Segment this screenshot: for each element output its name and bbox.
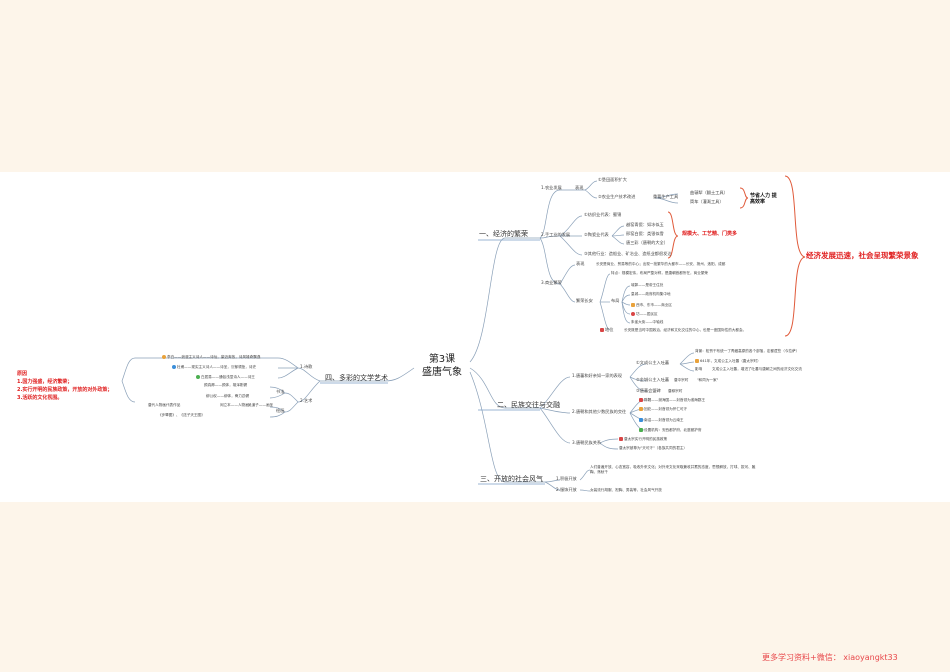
person-icon [162, 355, 166, 359]
star-icon [639, 407, 643, 411]
central-topic[interactable]: 第3课 盛唐气象 [414, 354, 470, 379]
reason-2[interactable]: 2.实行开明的民族政策，开放的对外政策； [17, 387, 113, 393]
node-comm-d1[interactable]: 长安既是当时中国政治、经济和文化交往的中心，也是一座国际性的大都会。 [624, 328, 747, 332]
node-comm-a1[interactable]: 表现 [576, 261, 585, 266]
node-eth-c[interactable]: 3.唐朝民族关系 [572, 440, 602, 445]
node-soc-b1[interactable]: 女装流行胡服、袒胸、男装等，社会风气开放 [590, 488, 662, 492]
branch-economy-title[interactable]: 一、经济的繁荣 [479, 230, 528, 238]
reason-1[interactable]: 1.国力强盛，经济繁荣； [17, 379, 73, 385]
node-tool2[interactable]: 筒车（灌溉工具） [690, 199, 724, 204]
info-icon [639, 418, 643, 422]
node-eth-c1[interactable]: 唐太宗实行开明的民族政策 [619, 437, 667, 442]
node-eth-a1[interactable]: ①文成公主入吐蕃 [636, 360, 670, 365]
node-eth-a3[interactable]: ③唐蕃会盟碑 [636, 388, 661, 393]
node-soc-b[interactable]: 2.服饰开放 [556, 487, 577, 492]
node-comm-c5[interactable]: 朱雀大街——中轴线 [631, 320, 664, 324]
node-comm-c2[interactable]: 皇城——政府机构集中地 [631, 292, 671, 296]
node-eth-b4[interactable]: 设置机构：安西都护府、北庭都护府 [639, 428, 702, 433]
node-poet1[interactable]: 李白——浪漫主义诗人——诗仙，豪迈奔放，诗风雄奇飘逸 [162, 355, 260, 360]
node-craft-a[interactable]: ①纺织业代表：蜀锦 [584, 212, 622, 217]
node-paint4[interactable]: 《步辇图》、《送子天王图》 [158, 413, 205, 417]
central-topic-line2: 盛唐气象 [422, 366, 462, 378]
economy-summary[interactable]: 经济发展迅速，社会呈现繁荣景象 [806, 251, 919, 260]
node-eth-a1c1[interactable]: 文成公主入吐蕃，增进了吐蕃与唐朝之间的经济文化交流 [712, 367, 802, 371]
dot-icon [631, 312, 635, 316]
node-craft[interactable]: 2.手工业的发展 [541, 232, 571, 237]
node-paint3[interactable]: 唐代人物画代表作品 [148, 403, 181, 407]
node-eth-b[interactable]: 2.唐朝和其他少数民族的交往 [572, 409, 627, 414]
node-eth-a[interactable]: 1.唐蕃和好亲如一家的表现 [572, 373, 623, 378]
node-craft-b3[interactable]: 唐三彩（唐朝的大全） [626, 240, 668, 245]
node-calli1[interactable]: 颜真卿——颜体，雄浑刚健 [204, 383, 248, 387]
node-agri-a[interactable]: ①垦田面积扩大 [598, 177, 627, 182]
node-eth-c2[interactable]: 唐太宗被尊为"天可汗"（各族共同的君主） [619, 446, 687, 450]
node-agriculture[interactable]: 1.农业发展 [541, 185, 562, 190]
watermark: 更多学习资料+微信： xiaoyangkt33 [762, 653, 898, 662]
node-eth-a2a[interactable]: 唐中宗时 [674, 378, 689, 382]
node-craft-b[interactable]: ②陶瓷业代表 [584, 232, 609, 237]
node-eth-a2b[interactable]: "和同为一家" [697, 378, 719, 382]
node-tool1[interactable]: 曲辕犁（翻土工具） [690, 190, 728, 195]
node-craft-b1[interactable]: 越窑青瓷：如冰似玉 [626, 222, 664, 227]
node-paint2[interactable]: 吴道子——画圣 [248, 403, 274, 407]
flag-icon [619, 437, 623, 441]
node-poet2[interactable]: 杜甫——现实主义诗人——诗圣，沉郁顿挫，诗史 [172, 365, 256, 370]
flag-icon [600, 328, 604, 332]
node-comm-a2[interactable]: 长安是商业、贸易等的中心；出现一批繁华的大都市——长安、扬州、洛阳、成都 [596, 262, 726, 266]
node-eth-a1a[interactable]: 背景：松赞干布统一了青藏高原的各个部落，定都逻些（今拉萨） [695, 349, 800, 353]
node-poetry[interactable]: 1.诗歌 [300, 364, 313, 369]
node-tool-note[interactable]: 节省人力 提高效率 [750, 193, 777, 205]
branch-ethnic-title[interactable]: 二、民族交往与交融 [497, 401, 560, 409]
person-icon [196, 375, 200, 379]
node-eth-b1[interactable]: 靺鞨——渤海国——封首领为渤海郡王 [639, 398, 705, 403]
node-craft-b2[interactable]: 邢窑白瓷：类银似雪 [626, 231, 664, 236]
node-poet3[interactable]: 白居易——通俗浅显诗人——诗王 [196, 375, 255, 380]
node-agri-b[interactable]: ②农业生产技术改进 [598, 194, 636, 199]
node-comm-d[interactable]: 地位 [600, 327, 613, 332]
central-topic-line1: 第3课 [428, 354, 456, 365]
node-comm-c3[interactable]: 西市、东市——商业区 [631, 303, 672, 308]
node-paint1[interactable]: 阎立本——人物画 [220, 403, 249, 407]
node-calligraphy[interactable]: 书法 [276, 389, 285, 394]
branch-culture-title[interactable]: 四、多彩的文学艺术 [325, 374, 388, 382]
node-eth-a1b[interactable]: 641年，文成公主入吐蕃（唐太宗时） [695, 359, 761, 364]
node-comm-b1[interactable]: 特点：规模宏伟，布局严整对称，是唐朝首都所在，商业繁荣 [611, 271, 709, 275]
node-calli2[interactable]: 柳公权——柳体，骨力劲健 [206, 394, 250, 398]
node-comm-c1[interactable]: 城郭——是帝王住处 [631, 283, 664, 287]
node-comm-b[interactable]: 繁荣长安 [576, 298, 593, 303]
node-soc-a[interactable]: 1.积极开放 [556, 476, 577, 481]
node-agri-tools[interactable]: 重要生产工具 [653, 194, 679, 199]
check-icon [639, 428, 643, 432]
node-soc-a1[interactable]: 人们普遍开放、心态宽容，吸收外来文化；对外来文化采取兼收并蓄的态度，思想解放，打… [590, 465, 756, 474]
node-craft-note[interactable]: 规模大、工艺精、门类多 [682, 231, 738, 237]
star-icon [695, 359, 699, 363]
node-craft-c[interactable]: ③其他行业：造船业、矿冶业、造纸业都很发达 [584, 251, 672, 256]
person-icon [172, 365, 176, 369]
node-comm-c4[interactable]: 坊——居民区 [631, 312, 658, 317]
node-comm-c[interactable]: 布局 [611, 298, 620, 303]
branch-society-title[interactable]: 三、开放的社会风气 [480, 475, 543, 483]
node-eth-a3a[interactable]: 唐穆宗时 [668, 389, 683, 393]
node-eth-a2[interactable]: ②金城公主入吐蕃 [636, 377, 670, 382]
node-commerce[interactable]: 3.商业繁荣 [541, 280, 562, 285]
reason-3[interactable]: 3.活跃的文化氛围。 [17, 395, 63, 401]
node-art[interactable]: 2.艺术 [300, 398, 313, 403]
diagram-canvas [0, 172, 950, 502]
node-eth-b3[interactable]: 南诏——封首领为云南王 [639, 418, 684, 423]
node-agri-biaoxian[interactable]: 表现 [575, 185, 584, 190]
flag-icon [639, 398, 643, 402]
reasons-heading[interactable]: 原因 [17, 371, 28, 377]
star-icon [631, 303, 635, 307]
node-eth-a1c[interactable]: 影响 [695, 367, 703, 371]
node-painting[interactable]: 绘画 [276, 408, 285, 413]
node-eth-b2[interactable]: 回纥——封首领为怀仁可汗 [639, 407, 687, 412]
